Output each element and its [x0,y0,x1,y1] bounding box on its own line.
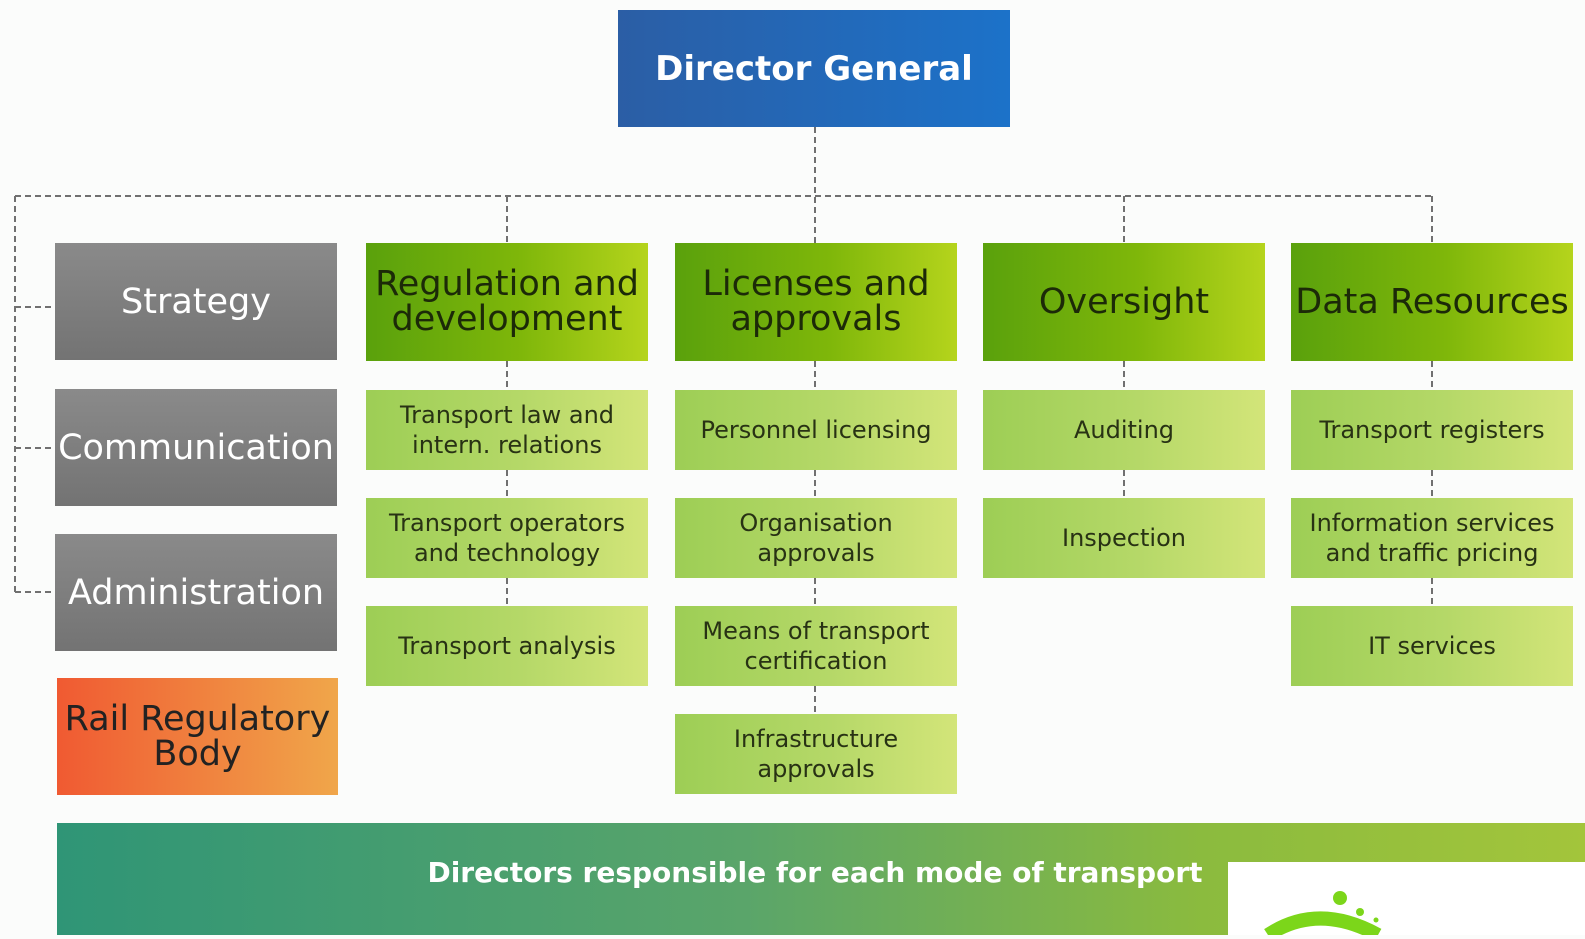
unit-label: Information services and traffic pricing [1309,509,1555,567]
rail-regulatory-body-label: Rail Regulatory Body [64,698,331,774]
unit-label: Transport operators and technology [389,509,625,567]
rail-regulatory-body-box: Rail Regulatory Body [57,678,338,795]
unit-box: Organisation approvals [675,498,957,578]
unit-label: Infrastructure approvals [733,725,899,783]
dept-title: Licenses and approvals [702,264,930,339]
staff-unit-label: Strategy [121,281,271,322]
dept-oversight-header: Oversight [983,243,1265,361]
logo-icon [1264,891,1382,939]
unit-label: Auditing [1073,416,1175,444]
unit-box: Transport operators and technology [366,498,648,578]
unit-label: Means of transport certification [702,617,930,675]
unit-box: Personnel licensing [675,390,957,470]
unit-label: Organisation approvals [739,509,893,567]
unit-label: Transport analysis [398,632,616,660]
staff-unit-administration: Administration [55,534,337,651]
unit-box: Infrastructure approvals [675,714,957,794]
unit-label: Transport law and intern. relations [399,401,615,459]
directors-banner-label: Directors responsible for each mode of t… [427,856,1203,889]
unit-box: Auditing [983,390,1265,470]
unit-label: Transport registers [1319,416,1545,444]
unit-box: IT services [1291,606,1573,686]
dept-data-resources-header: Data Resources [1291,243,1573,361]
staff-unit-communication: Communication [55,389,337,506]
dept-title: Data Resources [1295,281,1569,322]
unit-box: Transport analysis [366,606,648,686]
unit-box: Means of transport certification [675,606,957,686]
director-general-box: Director General [618,10,1010,127]
staff-unit-label: Communication [58,427,334,468]
dept-regulation-header: Regulation and development [366,243,648,361]
staff-unit-strategy: Strategy [55,243,337,360]
unit-box: Transport registers [1291,390,1573,470]
logo-card [1228,862,1585,939]
dept-title: Oversight [1038,281,1210,322]
unit-box: Inspection [983,498,1265,578]
unit-label: IT services [1368,632,1496,660]
unit-label: Inspection [1062,524,1186,552]
unit-box: Information services and traffic pricing [1291,498,1573,578]
unit-label: Personnel licensing [700,416,932,444]
director-general-label: Director General [655,48,973,89]
dept-title: Regulation and development [375,264,639,339]
staff-unit-label: Administration [67,572,325,613]
dept-licenses-header: Licenses and approvals [675,243,957,361]
unit-box: Transport law and intern. relations [366,390,648,470]
